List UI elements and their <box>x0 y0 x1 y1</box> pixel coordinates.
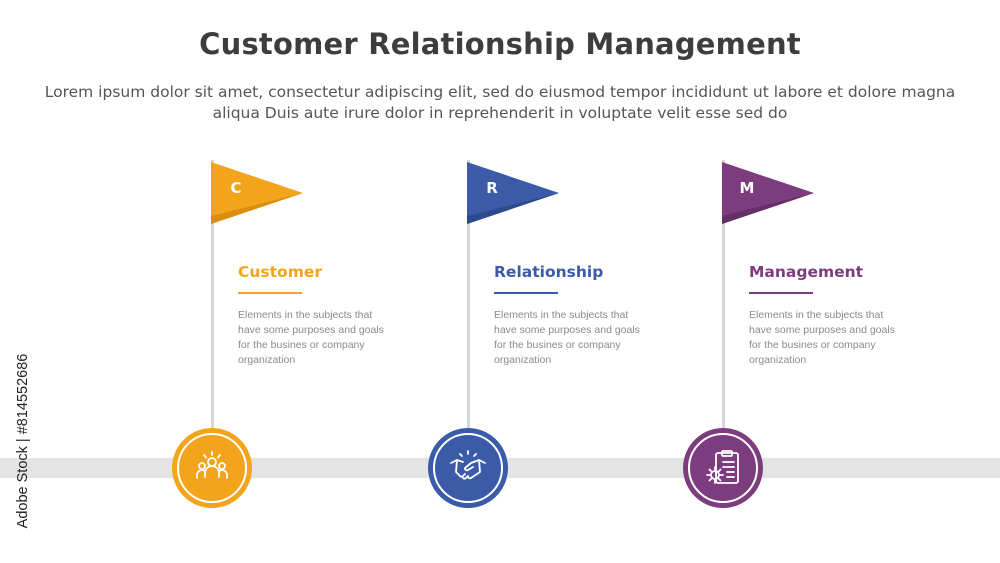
clipboard-gear-icon <box>706 450 739 484</box>
description-relationship: Elements in the subjects that have some … <box>494 309 640 366</box>
flag-management <box>722 162 814 224</box>
flag-customer <box>211 162 303 224</box>
circle-relationship <box>428 428 508 508</box>
underline-customer <box>238 292 302 294</box>
underline-management <box>749 292 813 294</box>
page-subtitle: Lorem ipsum dolor sit amet, consectetur … <box>44 83 956 122</box>
flag-letter-relationship: R <box>486 179 498 197</box>
circle-customer <box>172 428 252 508</box>
flag-letter-management: M <box>739 179 755 197</box>
flag-pole-management <box>722 160 725 430</box>
people-group-icon <box>196 451 228 479</box>
heading-management: Management <box>749 263 864 281</box>
flag-pole-customer <box>211 160 214 430</box>
flag-letter-customer: C <box>230 179 242 197</box>
stock-id-watermark: Adobe Stock | #814552686 <box>11 325 35 557</box>
underline-relationship <box>494 292 558 294</box>
heading-relationship: Relationship <box>494 263 604 281</box>
circle-management <box>683 428 763 508</box>
description-management: Elements in the subjects that have some … <box>749 309 895 366</box>
page-title: Customer Relationship Management <box>199 27 801 61</box>
heading-customer: Customer <box>238 263 323 281</box>
handshake-icon <box>450 450 486 480</box>
stock-id-text: Adobe Stock | #814552686 <box>15 353 31 529</box>
flag-pole-relationship <box>467 160 470 430</box>
flag-relationship <box>467 162 559 224</box>
description-customer: Elements in the subjects that have some … <box>238 309 384 366</box>
